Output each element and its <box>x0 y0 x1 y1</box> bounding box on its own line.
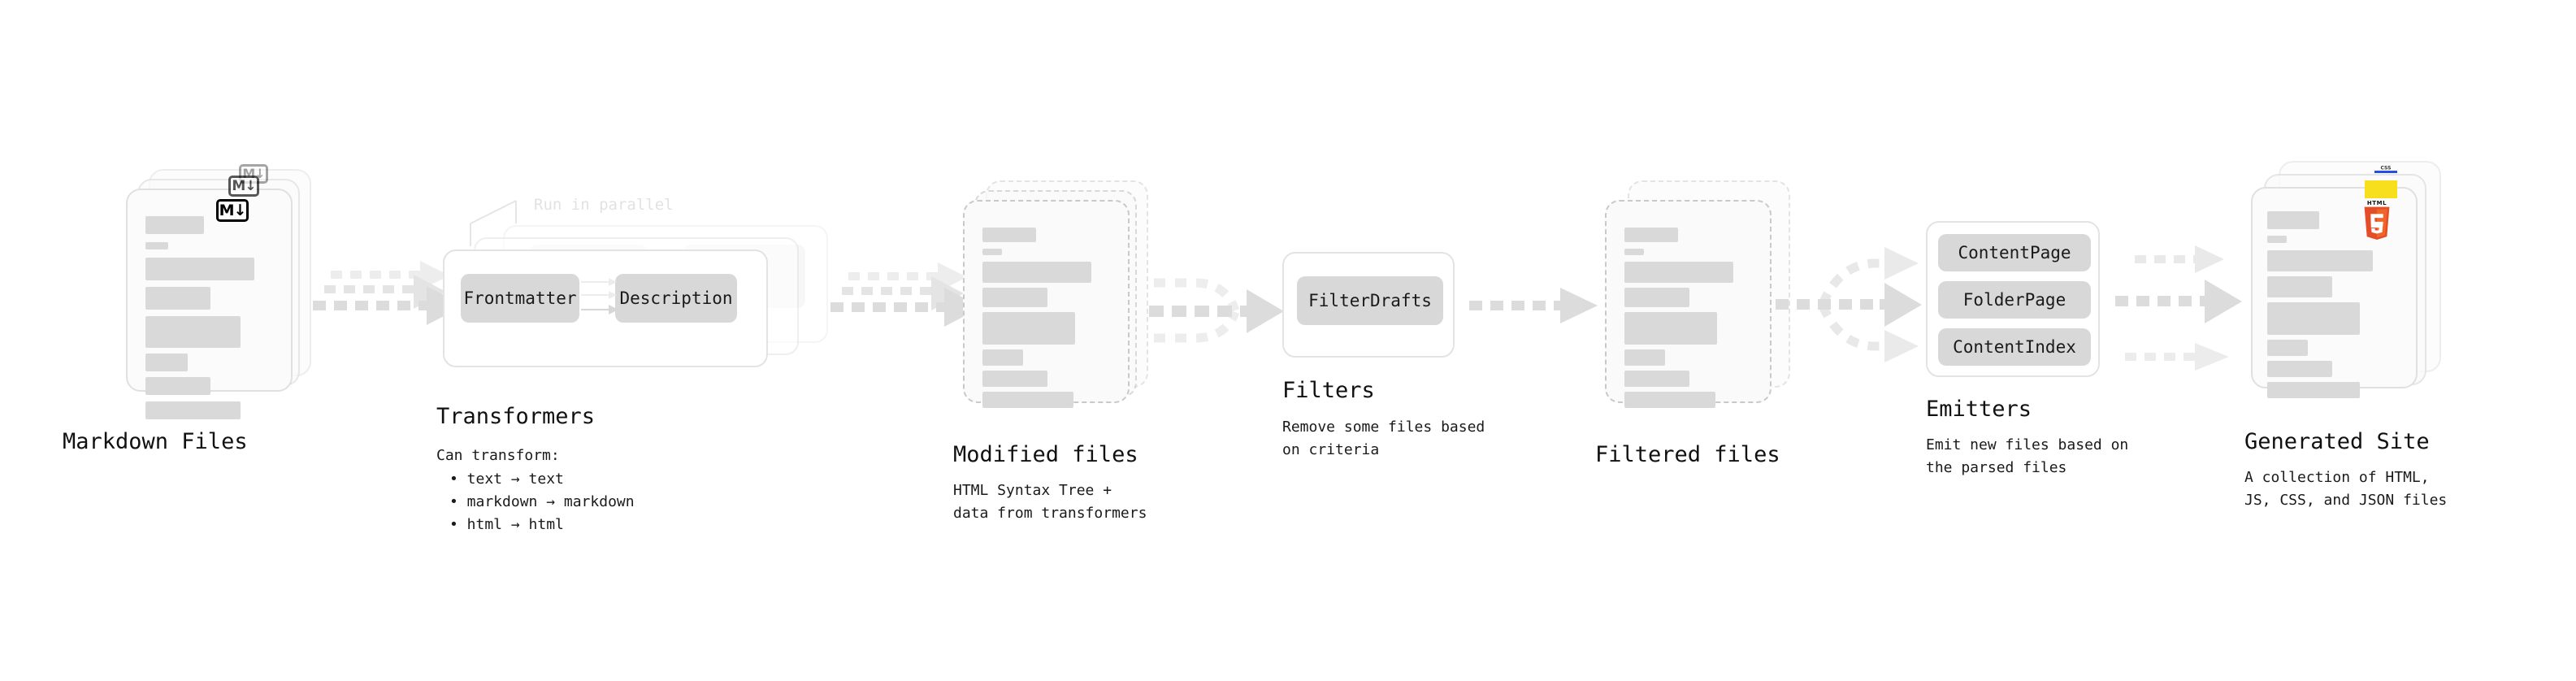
transformers-caption-heading: Can transform: <box>436 447 560 464</box>
generated-doc-front <box>2251 187 2418 398</box>
generated-caption-0: A collection of HTML, <box>2244 469 2430 486</box>
run-in-parallel-label: Run in parallel <box>534 196 674 214</box>
stage-transformers: Run in parallel Frontmatter Description <box>436 191 833 533</box>
filters-caption-0: Remove some files based <box>1282 419 1485 436</box>
js-icon <box>2365 180 2397 198</box>
stage-filtered-files: Filtered files <box>1595 180 1816 467</box>
stage-filters: FilterDrafts Filters Remove some files b… <box>1282 252 1494 463</box>
arrow-markdown-to-transformers <box>313 261 464 325</box>
emitters-caption-1: the parsed files <box>1926 459 2067 476</box>
stage-emitters: ContentPage FolderPage ContentIndex Emit… <box>1926 221 2153 476</box>
stage-title-modified: Modified files <box>953 442 1138 467</box>
chip-contentpage[interactable]: ContentPage <box>1938 234 2091 271</box>
arrow-filtered-to-emitters <box>1776 247 1922 362</box>
transformer-panel-front: Frontmatter Description <box>443 249 768 367</box>
markdown-doc-front <box>126 189 293 419</box>
stage-generated-site: CSS HTML Generated Site A collection of … <box>2244 161 2495 509</box>
stage-title-emitters: Emitters <box>1926 397 2032 422</box>
stage-markdown-files: M↓ M↓ M↓ Markdown Files <box>63 164 337 454</box>
transformers-bullet-0: • text → text <box>449 471 564 488</box>
chip-folderpage[interactable]: FolderPage <box>1938 281 2091 319</box>
emitters-panel: ContentPage FolderPage ContentIndex <box>1926 221 2100 377</box>
modified-caption-0: HTML Syntax Tree + <box>953 482 1112 499</box>
chip-frontmatter[interactable]: Frontmatter <box>461 274 579 323</box>
filtered-doc-front <box>1605 200 1772 408</box>
chip-contentindex[interactable]: ContentIndex <box>1938 328 2091 366</box>
chip-filterdrafts[interactable]: FilterDrafts <box>1297 276 1443 325</box>
markdown-icon-mid: M↓ <box>228 176 259 197</box>
emitters-caption-0: Emit new files based on <box>1926 436 2129 453</box>
transformers-bullet-2: • html → html <box>449 516 564 533</box>
modified-doc-front <box>963 200 1130 408</box>
stage-title-filtered: Filtered files <box>1595 442 1780 467</box>
transformers-bullet-1: • markdown → markdown <box>449 493 635 510</box>
generated-caption-1: JS, CSS, and JSON files <box>2244 492 2448 509</box>
modified-caption-1: data from transformers <box>953 505 1147 522</box>
svg-text:CSS: CSS <box>2381 166 2392 171</box>
stage-title-transformers: Transformers <box>436 404 596 429</box>
arrow-modified-to-filters <box>1149 278 1284 343</box>
stage-modified-files: Modified files HTML Syntax Tree + data f… <box>953 180 1174 522</box>
chip-description[interactable]: Description <box>615 274 737 323</box>
arrow-filters-to-filtered <box>1469 288 1598 323</box>
css3-icon: CSS <box>2374 166 2397 173</box>
run-in-parallel-callout <box>470 200 517 246</box>
filters-panel: FilterDrafts <box>1282 252 1455 358</box>
markdown-icon: M↓ <box>216 199 249 222</box>
transform-inner-arrows <box>581 278 618 314</box>
filters-caption-1: on criteria <box>1282 441 1380 458</box>
arrow-transformers-to-modified <box>830 262 982 327</box>
stage-title-filters: Filters <box>1282 378 1375 403</box>
stage-title-markdown: Markdown Files <box>63 429 248 454</box>
arrow-emitters-to-generated <box>2115 245 2242 371</box>
svg-text:HTML: HTML <box>2367 200 2387 206</box>
stage-title-generated: Generated Site <box>2244 429 2430 454</box>
html5-icon: HTML <box>2364 200 2390 241</box>
